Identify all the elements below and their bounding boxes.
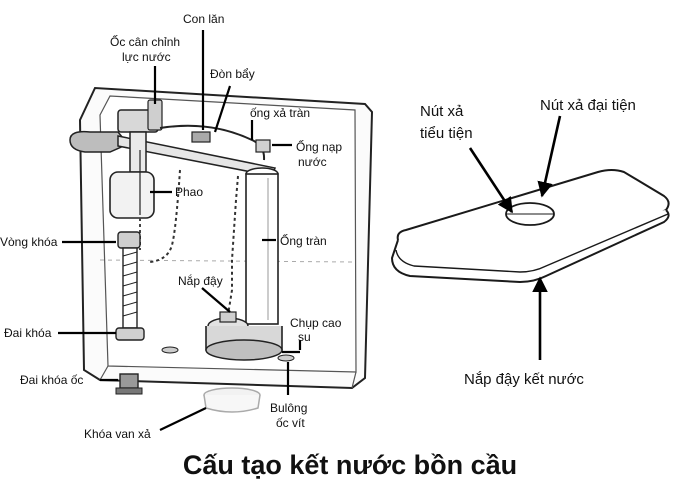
label-oc-can-chinh-2: lực nước (122, 50, 171, 64)
label-khoa-van-xa: Khóa van xả (84, 427, 151, 441)
label-oc-can-chinh-1: Ốc cân chỉnh (110, 34, 180, 49)
label-vong-khoa: Vòng khóa (0, 235, 58, 249)
label-nap-day-ket-nuoc: Nắp đậy kết nước (464, 371, 584, 388)
label-chup-cao-su-1: Chụp cao (290, 316, 342, 330)
label-dai-khoa: Đai khóa (4, 326, 52, 340)
diagram-title: Cấu tạo kết nước bồn cầu (183, 450, 517, 480)
label-phao: Phao (175, 185, 203, 199)
label-don-bay: Đòn bẩy (210, 67, 255, 81)
label-nut-xa-dai-tien: Nút xả đại tiện (540, 97, 636, 114)
label-nap-day: Nắp đậy (178, 273, 223, 288)
label-dai-khoa-oc: Đai khóa ốc (20, 373, 83, 387)
label-nut-xa-tieu-tien-2: tiểu tiện (420, 125, 473, 142)
label-ong-tran: Ống tràn (280, 233, 327, 248)
tank-labels: Con lăn Ốc cân chỉnh lực nước Đòn bẩy ốn… (0, 12, 342, 441)
label-chup-cao-su-2: su (298, 330, 311, 344)
label-ong-xa-tran: ống xả tràn (250, 106, 310, 120)
label-nut-xa-tieu-tien-1: Nút xả (420, 103, 464, 120)
label-ong-nap-nuoc-1: Ống nạp (296, 139, 342, 154)
lid-illustration (390, 169, 670, 284)
label-bulong-1: Bulông (270, 401, 307, 415)
lid-arrows (468, 115, 562, 360)
tank-illustration (69, 86, 374, 413)
label-ong-nap-nuoc-2: nước (298, 155, 327, 169)
tank-leader-lines (58, 30, 302, 431)
lid-labels: Nút xả tiểu tiện Nút xả đại tiện Nắp đậy… (420, 97, 636, 388)
label-bulong-2: ốc vít (276, 416, 305, 430)
label-con-lan: Con lăn (183, 12, 224, 26)
